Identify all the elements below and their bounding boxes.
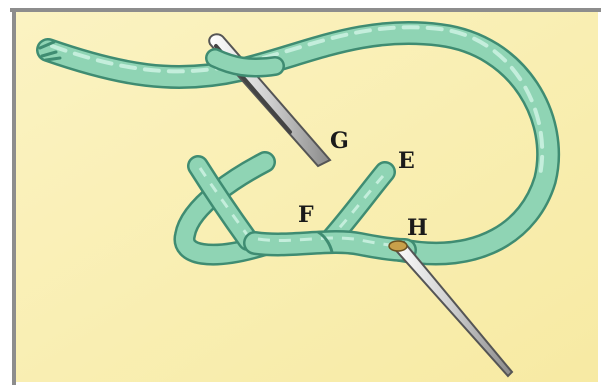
- label-e: E: [398, 148, 415, 174]
- label-h: H: [407, 215, 428, 241]
- label-f: F: [298, 202, 314, 228]
- label-g: G: [330, 128, 349, 154]
